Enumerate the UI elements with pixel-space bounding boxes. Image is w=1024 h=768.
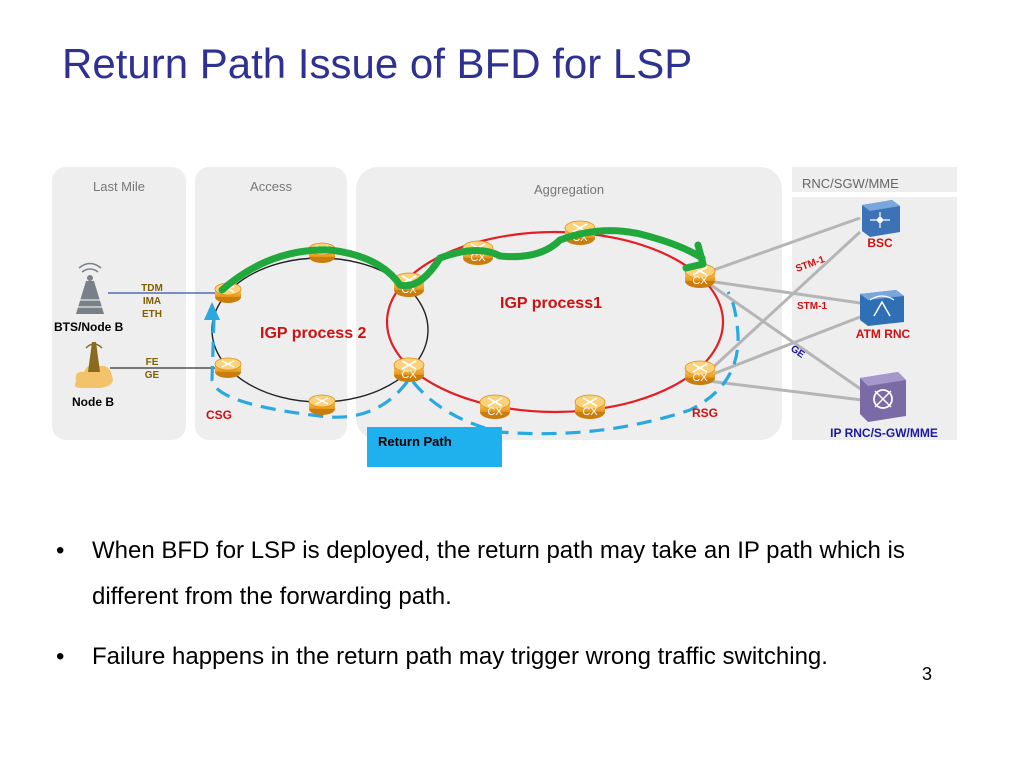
router-access-bottom-icon xyxy=(308,394,336,416)
ip-rnc-label: IP RNC/S-GW/MME xyxy=(830,426,938,440)
iface-fe: FE xyxy=(146,357,159,368)
bullet-item-2: Failure happens in the return path may t… xyxy=(52,634,982,680)
return-path-box xyxy=(367,427,502,467)
region-aggregation xyxy=(356,167,782,440)
atm-rnc-label: ATM RNC xyxy=(856,327,911,341)
stm1-label-b: STM-1 xyxy=(797,301,827,312)
forward-path-line xyxy=(218,227,706,294)
interface-labels: TDM IMA ETH FE GE xyxy=(141,283,163,381)
region-label-last-mile: Last Mile xyxy=(93,179,145,194)
page-title: Return Path Issue of BFD for LSP xyxy=(62,40,693,87)
router-csg-bottom-icon xyxy=(214,357,242,379)
router-agg-left-bottom-icon xyxy=(393,357,425,383)
bts-label: BTS/Node B xyxy=(54,320,124,334)
return-path-arrowhead xyxy=(204,302,220,320)
iface-ima: IMA xyxy=(143,296,161,307)
region-label-aggregation: Aggregation xyxy=(534,182,604,197)
igp1-ring xyxy=(385,230,725,414)
ip-rnc-icon xyxy=(860,372,906,422)
region-label-rnc: RNC/SGW/MME xyxy=(802,176,899,191)
cell-tower-icon xyxy=(76,262,104,314)
forward-path-arrowhead xyxy=(682,241,707,272)
csg-label: CSG xyxy=(206,408,232,422)
bsc-icon xyxy=(862,200,900,237)
rsg-label: RSG xyxy=(692,406,718,420)
return-path-label: Return Path xyxy=(378,434,452,449)
nodeb-label: Node B xyxy=(72,395,114,409)
router-rsg-bottom-icon xyxy=(684,360,716,386)
region-rnc-header-bar xyxy=(792,192,957,197)
bullet-list: When BFD for LSP is deployed, the return… xyxy=(52,528,982,680)
region-label-access: Access xyxy=(250,179,292,194)
nodeb-icon xyxy=(74,342,113,388)
iface-eth: ETH xyxy=(142,309,162,320)
bullet-item-1: When BFD for LSP is deployed, the return… xyxy=(52,528,982,620)
page-number: 3 xyxy=(922,664,933,684)
atm-rnc-icon xyxy=(860,290,904,326)
igp2-label: IGP process 2 xyxy=(260,325,367,342)
igp1-label: IGP process1 xyxy=(500,295,602,312)
router-agg-bottom-2-icon xyxy=(574,394,606,420)
iface-tdm: TDM xyxy=(141,283,163,294)
iface-ge: GE xyxy=(145,370,160,381)
rnc-links xyxy=(706,216,863,402)
bsc-label: BSC xyxy=(867,236,893,250)
router-agg-bottom-1-icon xyxy=(479,394,511,420)
